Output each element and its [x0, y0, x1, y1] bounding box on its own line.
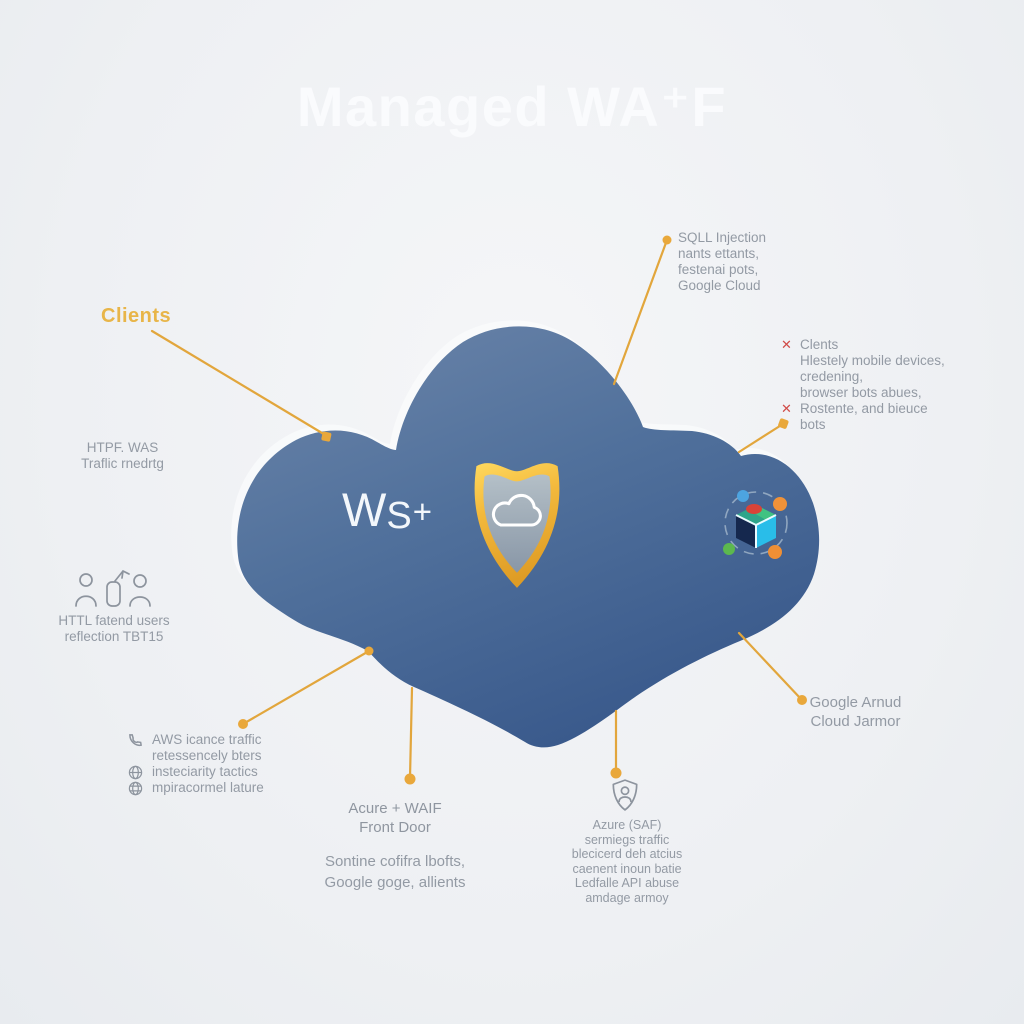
azure-saf-block: Azure (SAF) sermiegs traffic blecicerd d…: [543, 818, 711, 905]
threat-line3: credening,: [800, 369, 864, 384]
threat-row-1: ✕ Clents: [781, 337, 945, 353]
shield-cloud-glyph: [491, 493, 542, 527]
cube-edges: [735, 514, 777, 548]
threat-row-4-spacer: [781, 385, 800, 401]
threat-row-2-spacer: [781, 353, 800, 369]
bots-note-block: Sontine cofifra lbofts, Google goge, all…: [285, 851, 505, 893]
sql-line2: nants ettants,: [678, 246, 760, 261]
saf-line4: caenent inoun batie: [572, 861, 682, 876]
connector-clients: [150, 329, 329, 438]
http-was-line2: Traflic rnedrtg: [81, 456, 164, 471]
x-mark-icon-2: ✕: [781, 401, 792, 416]
threat-row-3-spacer: [781, 369, 800, 385]
threat-row-6: bots: [781, 417, 945, 433]
threat-row-3: credening,: [781, 369, 945, 385]
threat-line1: Clents: [800, 337, 839, 352]
cube-red-blob: [746, 504, 762, 514]
orbit-dot-green: [723, 543, 735, 555]
cube-ring: [724, 491, 788, 555]
connector-sql-dot: [662, 235, 672, 245]
globe-grid-icon: [128, 781, 152, 796]
aws-row-4: mpiracormel lature: [128, 780, 264, 796]
three-users-icon: [75, 570, 151, 607]
connector-armor: [737, 631, 803, 701]
sql-injection-block: SQLL Injection nants ettants, festenai p…: [678, 230, 766, 294]
botsnote-line2: Google goge, allients: [324, 874, 466, 891]
connector-clients-dot: [321, 431, 332, 442]
threat-line6: bots: [800, 417, 826, 432]
saf-line2: sermiegs traffic: [584, 832, 670, 847]
saf-line3: blecicerd deh atcius: [571, 847, 683, 861]
front-line2: Front Door: [359, 819, 431, 836]
armor-line2: Cloud Jarmor: [810, 713, 901, 730]
aws-row-1: AWS icance traffic: [128, 732, 264, 748]
orbit-dot-orange-bottom: [768, 545, 782, 559]
botsnote-line1: Sontine cofifra lbofts,: [324, 853, 466, 870]
threat-line4: browser bots abues,: [800, 385, 922, 400]
connector-saf-dot: [610, 767, 622, 779]
globe-icon: [128, 765, 152, 780]
threat-row-2: Hlestely mobile devices,: [781, 353, 945, 369]
aws-line4: mpiracormel lature: [152, 780, 264, 795]
google-cloud-armor-block: Google Arnud Cloud Jarmor: [773, 693, 938, 731]
front-line1: Acure + WAIF: [348, 800, 442, 817]
x-mark-icon: ✕: [781, 337, 792, 352]
user-flag-icon: [106, 570, 130, 607]
aws-block: AWS icance traffic retessencely bters in…: [128, 732, 264, 796]
connector-front: [408, 686, 414, 780]
saf-line1: Azure (SAF): [592, 818, 662, 832]
connector-aws: [241, 649, 371, 726]
threat-row-5: ✕ Rostente, and bieuce: [781, 401, 945, 417]
threat-row-6-spacer: [781, 417, 800, 433]
orbit-dot-blue: [737, 490, 749, 502]
http-was-line1: HTPF. WAS: [86, 440, 159, 455]
users-line1: HTTL fatend users: [58, 613, 170, 628]
connector-aws-dot-b: [238, 719, 248, 729]
orbit-dot-orange-top: [773, 497, 787, 511]
saf-line6: amdage armoy: [585, 890, 669, 905]
aws-line2: retessencely bters: [152, 748, 262, 763]
connector-sql: [612, 238, 669, 386]
user-icon-1: [75, 573, 97, 607]
aws-line3: insteciarity tactics: [152, 764, 258, 779]
cloud-ws-s: S: [386, 495, 412, 537]
threat-row-4: browser bots abues,: [781, 385, 945, 401]
phone-icon: [128, 733, 152, 748]
connector-front-dot: [404, 773, 416, 785]
user-icon-2: [129, 574, 151, 607]
threats-block: ✕ Clents Hlestely mobile devices, creden…: [781, 337, 945, 433]
cloud-ws-plus: +: [412, 493, 433, 530]
aws-row-2: retessencely bters: [128, 748, 264, 764]
clients-label: Clients: [101, 305, 172, 327]
sql-line1: SQLL Injection: [678, 230, 767, 245]
shield-person-icon: [612, 779, 638, 811]
aws-line1: AWS icance traffic: [152, 732, 262, 747]
armor-line1: Google Arnud: [809, 694, 902, 711]
page-title: Managed WA⁺F: [296, 75, 728, 138]
threat-line5: Rostente, and bieuce: [800, 401, 928, 416]
cloud-ws-label: W S +: [342, 486, 432, 535]
http-was-block: HTPF. WAS Traflic rnedrtg: [40, 440, 205, 472]
connector-threats: [737, 422, 785, 454]
isometric-cube-ring-icon: [723, 490, 788, 559]
azure-front-door-block: Acure + WAIF Front Door: [295, 799, 495, 837]
sql-line4: Google Cloud: [678, 278, 761, 293]
users-line2: reflection TBT15: [64, 629, 164, 644]
gold-shield-cloud-icon: [474, 463, 560, 588]
threat-line2: Hlestely mobile devices,: [800, 353, 945, 368]
sql-line3: festenai pots,: [678, 262, 759, 277]
connector-armor-dot: [797, 695, 807, 705]
users-text-block: HTTL fatend users reflection TBT15: [33, 613, 195, 645]
connector-threats-dot: [778, 418, 789, 429]
saf-line5: Ledfalle API abuse: [574, 876, 680, 890]
cloud-ws-w: W: [342, 483, 387, 536]
aws-row-3: insteciarity tactics: [128, 764, 264, 780]
connector-aws-dot-a: [364, 646, 374, 656]
